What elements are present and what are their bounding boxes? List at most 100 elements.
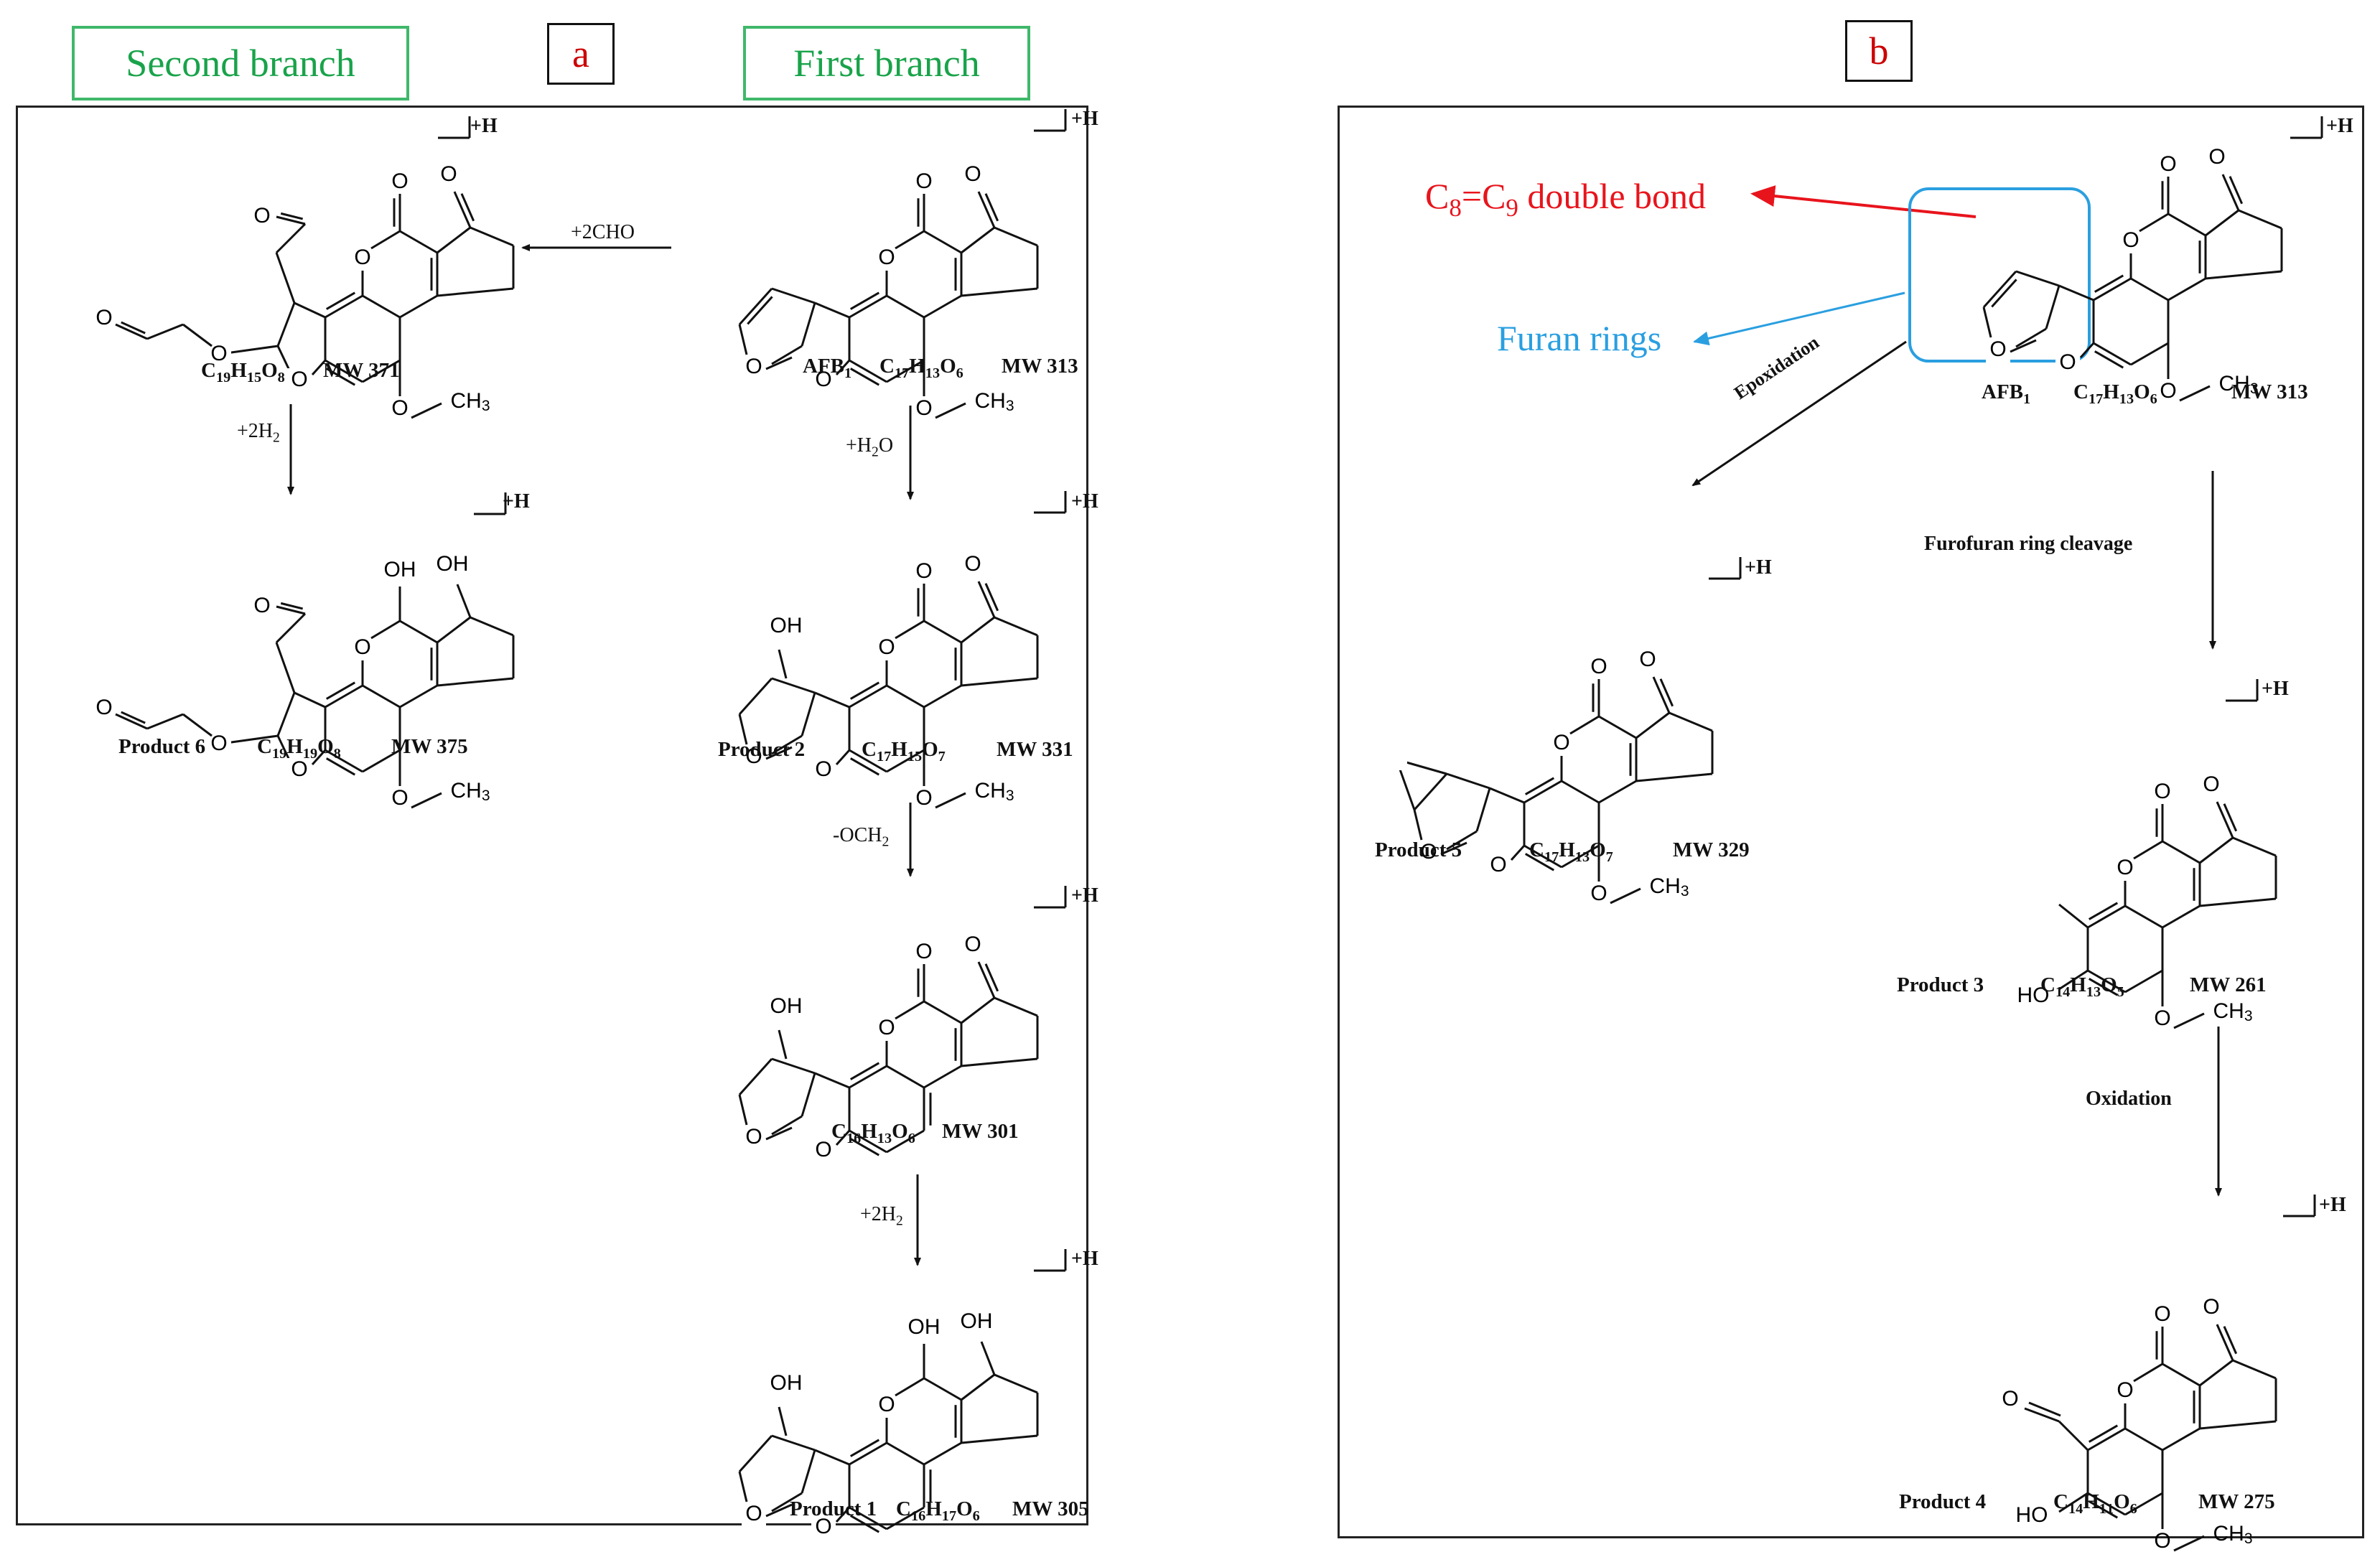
- bond: [2238, 209, 2282, 230]
- ring-oxygen: O: [878, 246, 895, 269]
- protonation-mark: +H: [1745, 556, 1772, 579]
- bond: [1635, 772, 1713, 782]
- product5-name: Product 5: [1375, 838, 1462, 861]
- bond: [2216, 1324, 2234, 1361]
- hydroxyl-label: HO: [2016, 1503, 2048, 1527]
- bond: [738, 677, 773, 716]
- bond: [771, 1057, 816, 1075]
- bond: [771, 734, 803, 755]
- aldehyde-oxygen: O: [2002, 1387, 2018, 1411]
- bond: [886, 1441, 925, 1466]
- ring-oxygen: O: [1553, 731, 1569, 754]
- product1-mw: MW 305: [1012, 1497, 1089, 1520]
- bond: [849, 291, 880, 310]
- hydroxyl-label: OH: [770, 1371, 803, 1395]
- ring-oxygen: O: [354, 246, 370, 269]
- bond: [835, 1506, 851, 1523]
- panel-a-frame: [16, 106, 1088, 1525]
- bond: [886, 684, 925, 709]
- bond: [399, 230, 438, 254]
- bond: [370, 620, 401, 640]
- bond: [849, 1439, 880, 1457]
- label-mask: [2119, 229, 2143, 253]
- panel-b-frame: [1338, 106, 2364, 1538]
- afb1-name: AFB1: [803, 355, 852, 381]
- bond: [1598, 715, 1637, 739]
- ring-oxygen: O: [745, 355, 762, 378]
- bond: [1569, 715, 1600, 735]
- b-afb1-mw: MW 313: [2231, 380, 2308, 403]
- bond: [923, 230, 962, 254]
- bond: [961, 1434, 1038, 1444]
- carbonyl-oxygen: O: [964, 162, 981, 186]
- bond: [738, 1471, 748, 1502]
- bond: [2124, 969, 2163, 994]
- bond: [280, 212, 304, 220]
- carbonyl-oxygen: O: [964, 552, 981, 576]
- bond: [977, 581, 996, 618]
- bond: [2199, 1359, 2234, 1387]
- protonation-bracket: [2283, 1195, 2316, 1217]
- product6-name: Product 6: [118, 735, 206, 758]
- bond: [1523, 844, 1562, 869]
- bond: [835, 749, 851, 766]
- bond: [984, 193, 999, 222]
- bond: [456, 584, 472, 618]
- bond: [1413, 809, 1423, 841]
- arrow-epoxidation: [1691, 340, 1907, 487]
- product1-name: Product 1: [790, 1497, 877, 1520]
- bond: [325, 294, 363, 319]
- label-mask: [874, 1393, 899, 1418]
- bond: [399, 294, 438, 319]
- bond: [1446, 772, 1490, 790]
- carbonyl-oxygen: O: [964, 932, 981, 956]
- bond: [2223, 803, 2238, 832]
- bond: [362, 749, 401, 773]
- product1-formula: C16H17O6: [896, 1497, 980, 1524]
- label-mask: [1486, 854, 1511, 878]
- carbonyl-oxygen: O: [2203, 1295, 2219, 1319]
- bond: [2130, 277, 2169, 301]
- step-oxidation: Oxidation: [2086, 1088, 2172, 1110]
- bond: [294, 691, 326, 709]
- bond: [765, 746, 793, 760]
- bond: [849, 359, 887, 383]
- hydroxyl-label: OH: [384, 558, 416, 581]
- protonation-mark: +H: [2319, 1194, 2346, 1216]
- bond: [370, 230, 401, 250]
- bond: [2124, 1427, 2163, 1452]
- bond: [835, 359, 851, 376]
- product4-name: Product 4: [1899, 1490, 1987, 1513]
- bond: [399, 620, 438, 644]
- bond: [923, 1377, 962, 1401]
- bond: [115, 713, 148, 730]
- aldehyde-oxygen: O: [253, 204, 270, 228]
- bond: [2205, 270, 2282, 280]
- bond: [1610, 887, 1641, 904]
- ring-oxygen: O: [2122, 228, 2139, 252]
- bond: [886, 1506, 925, 1530]
- bond: [1524, 853, 1555, 871]
- first-branch-label: First branch: [743, 26, 1030, 100]
- ring-oxygen: O: [878, 1393, 895, 1416]
- bond: [961, 1373, 995, 1401]
- bond: [437, 677, 514, 687]
- bond: [2045, 285, 2061, 329]
- bond: [115, 323, 148, 340]
- methoxy-oxygen: O: [391, 396, 408, 420]
- bond: [362, 684, 401, 709]
- ring-oxygen: O: [878, 1016, 895, 1039]
- bond: [771, 1492, 803, 1513]
- bond: [849, 757, 880, 776]
- bond: [1652, 676, 1671, 714]
- bond: [771, 1115, 803, 1136]
- bond: [1598, 780, 1637, 804]
- second-branch-label: Second branch: [72, 26, 409, 100]
- carbonyl-oxygen: O: [915, 169, 932, 193]
- carbonyl-oxygen: O: [2154, 780, 2170, 803]
- bond: [276, 302, 296, 347]
